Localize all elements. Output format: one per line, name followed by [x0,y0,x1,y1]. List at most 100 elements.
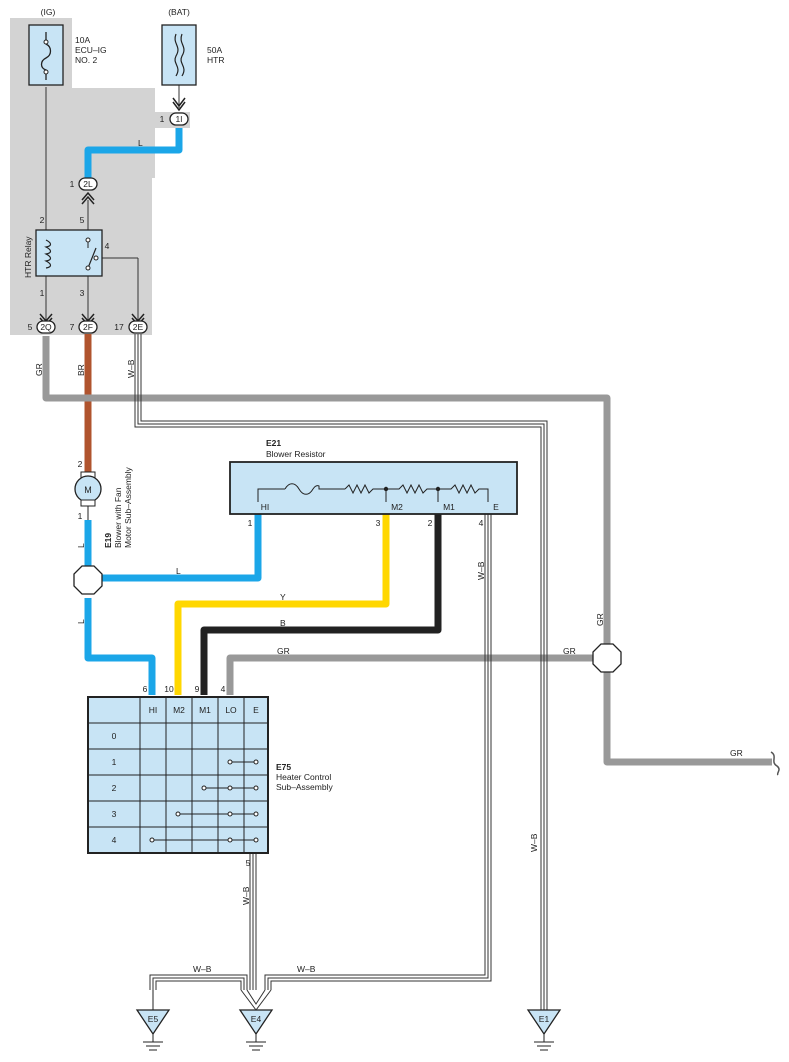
htr-relay-label: HTR Relay [23,236,33,278]
wire-label-l-3: L [76,619,86,624]
connector-2f-label: 2F [83,322,93,332]
wire-label-gr-1: GR [34,363,44,376]
resistor-pin-4: 4 [479,518,484,528]
hc-row-3: 3 [112,809,117,819]
wire-label-br: BR [76,364,86,376]
resistor-code: E21 [266,438,281,448]
connector-2l-pin: 1 [70,179,75,189]
wire-label-gr-4: GR [595,613,605,626]
junction-gray [592,643,622,673]
wire-gray [42,336,772,766]
motor-name-2: Motor Sub–Assembly [123,466,133,548]
ground-e5 [135,990,171,1051]
motor-code: E19 [103,533,113,548]
connector-1i-label: 1I [175,114,182,124]
hc-pin-5: 5 [246,858,251,868]
resistor-terminal-m2: M2 [391,502,403,512]
motor-symbol: M [84,485,92,495]
hc-col-e: E [253,705,259,715]
ground-e4 [238,989,274,1051]
connector-2l-label: 2L [83,179,93,189]
wire-yellow [174,514,390,695]
hc-col-m2: M2 [173,705,185,715]
resistor-terminal-hi: HI [261,502,270,512]
source-bat-label: (BAT) [168,7,190,17]
resistor-terminal-e: E [493,502,499,512]
connector-2e-pin: 17 [114,322,124,332]
fuse-ecu-ig-no: NO. 2 [75,55,97,65]
motor-name-1: Blower with Fan [113,487,123,548]
fuse-htr-amp: 50A [207,45,222,55]
connector-2q-label: 2Q [40,322,52,332]
hc-row-4: 4 [112,835,117,845]
wire-label-gr-3: GR [563,646,576,656]
hc-row-1: 1 [112,757,117,767]
connector-2e: 2E 17 [114,313,148,334]
relay-pin-1: 1 [40,288,45,298]
wire-label-l-2: L [76,543,86,548]
connector-1i-pin: 1 [160,114,165,124]
hc-pin-10: 10 [164,684,174,694]
hc-name-1: Heater Control [276,772,331,782]
wire-label-wb-2: W–B [476,561,486,580]
hc-col-hi: HI [149,705,158,715]
fuse-ecu-ig-name: ECU–IG [75,45,107,55]
htr-relay [35,229,103,277]
connector-1i: 1I 1 [160,97,189,126]
relay-pin-4: 4 [105,241,110,251]
fuse-ecu-ig [28,24,64,86]
fuse-htr-name: HTR [207,55,224,65]
blower-resistor [229,461,518,515]
hc-code: E75 [276,762,291,772]
ground-e1-label: E1 [539,1014,550,1024]
motor-pin-bottom: 1 [78,511,83,521]
resistor-terminal-m1: M1 [443,502,455,512]
wire-label-wb-6: W–B [297,964,316,974]
hc-row-0: 0 [112,731,117,741]
connector-2f-pin: 7 [70,322,75,332]
wire-label-wb-3: W–B [529,833,539,852]
wire-label-gr-5: GR [730,748,743,758]
hc-col-m1: M1 [199,705,211,715]
hc-pin-4: 4 [221,684,226,694]
source-ig-label: (IG) [41,7,56,17]
ground-e1 [526,1009,562,1051]
wire-label-l-4: L [176,566,181,576]
wire-label-y: Y [280,592,286,602]
wire-label-wb-1: W–B [126,359,136,378]
wire-label-gr-2: GR [277,646,290,656]
fuse-ecu-ig-amp: 10A [75,35,90,45]
hc-name-2: Sub–Assembly [276,782,333,792]
blower-motor [74,471,102,520]
connector-2e-label: 2E [133,322,144,332]
motor-pin-top: 2 [78,459,83,469]
resistor-pin-3: 3 [376,518,381,528]
resistor-name: Blower Resistor [266,449,326,459]
relay-pin-2: 2 [40,215,45,225]
wire-break-icon [770,751,780,776]
ground-e5-label: E5 [148,1014,159,1024]
wire-black [200,514,442,695]
resistor-pin-1: 1 [248,518,253,528]
hc-pin-6: 6 [143,684,148,694]
junction-blue [73,565,103,595]
relay-pin-5: 5 [80,215,85,225]
hc-row-2: 2 [112,783,117,793]
wire-label-wb-5: W–B [193,964,212,974]
connector-2q: 2Q 5 [28,313,56,334]
wire-label-wb-4: W–B [241,886,251,905]
fuse-htr [161,24,197,86]
relay-pin-3: 3 [80,288,85,298]
resistor-pin-2: 2 [428,518,433,528]
hc-col-lo: LO [225,705,237,715]
connector-2q-pin: 5 [28,322,33,332]
ground-e4-label: E4 [251,1014,262,1024]
wire-label-b: B [280,618,286,628]
hc-pin-9: 9 [195,684,200,694]
wire-label-l-top: L [138,138,143,148]
wire-wb [134,334,548,1010]
connector-2l: 2L 1 [70,177,98,205]
heater-control-grid [87,696,269,854]
connector-2f: 2F 7 [70,313,98,334]
